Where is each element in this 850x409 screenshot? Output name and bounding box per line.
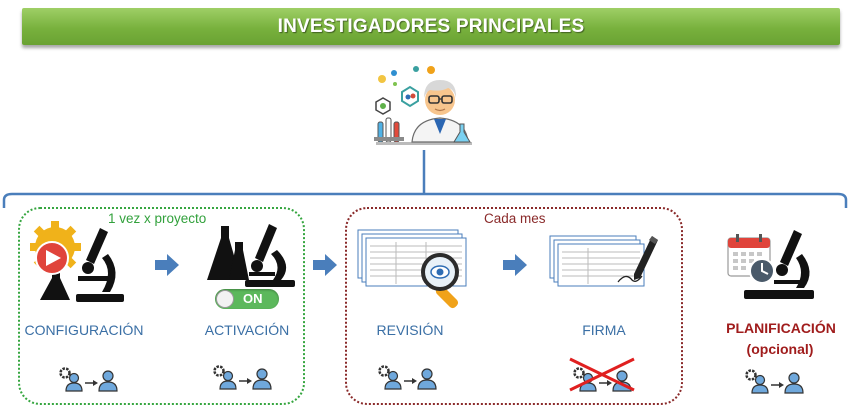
microscope-flask-icon (207, 224, 295, 287)
title-banner: INVESTIGADORES PRINCIPALES (22, 8, 840, 45)
scientist-icon (374, 66, 472, 145)
document-magnifier-icon (357, 229, 467, 309)
step-planning-sublabel: (opcional) (746, 341, 814, 357)
role-transfer-icon (213, 365, 272, 390)
connector-bracket (2, 150, 848, 208)
role-transfer-icon (745, 369, 804, 394)
step-configuration-label: CONFIGURACIÓN (24, 322, 144, 338)
step-activation-label: ACTIVACIÓN (204, 322, 290, 338)
microscope-with-gear-play-icon (30, 221, 124, 302)
toggle-knob (216, 290, 234, 308)
once-per-project-label: 1 vez x proyecto (102, 211, 213, 226)
monthly-group (345, 207, 683, 405)
role-transfer-icon (378, 365, 437, 390)
step-signature-label: FIRMA (582, 322, 626, 338)
step-review-label: REVISIÓN (376, 322, 444, 338)
calendar-microscope-icon (727, 230, 814, 299)
arrow-right-icon (503, 254, 527, 276)
page-title: INVESTIGADORES PRINCIPALES (277, 15, 585, 37)
step-planning-label: PLANIFICACIÓN (726, 320, 836, 336)
activation-toggle[interactable]: ON (215, 289, 279, 309)
arrow-right-icon (155, 254, 179, 276)
arrow-right-icon (313, 254, 337, 276)
monthly-label: Cada mes (478, 211, 552, 226)
document-pen-icon (549, 235, 658, 287)
role-transfer-icon (59, 367, 118, 392)
role-transfer-crossed-icon (569, 357, 635, 392)
once-per-project-group (18, 207, 305, 405)
toggle-label: ON (243, 291, 263, 306)
